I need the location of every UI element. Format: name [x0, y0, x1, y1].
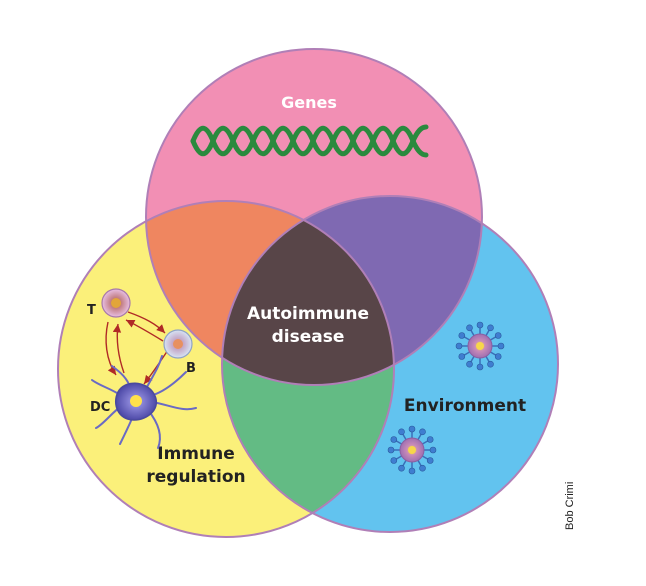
dna-helix-icon [190, 124, 429, 158]
immune-label-line2: regulation [146, 467, 245, 487]
environment-label: Environment [404, 396, 526, 416]
immune-cells-illustration: T B DC [87, 288, 197, 449]
virus-icon [387, 425, 437, 475]
immune-label-line1: Immune [157, 444, 235, 464]
virus-icon [455, 321, 505, 371]
circle-outlines [57, 48, 559, 538]
b-cell-label: B [186, 361, 196, 376]
artist-credit: Bob Crimi [564, 481, 576, 530]
dendritic-cell-icon [91, 355, 197, 449]
autoimmune-center-overlap [222, 201, 394, 385]
dc-cell-label: DC [90, 400, 110, 415]
center-label-line2: disease [272, 327, 345, 347]
genes-label: Genes [281, 93, 337, 112]
virus-icons [387, 321, 505, 475]
center-label-line1: Autoimmune [247, 304, 369, 324]
t-cell-label: T [87, 303, 96, 318]
